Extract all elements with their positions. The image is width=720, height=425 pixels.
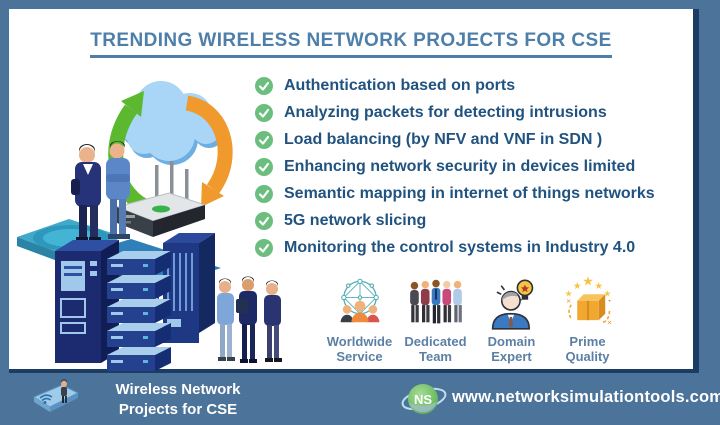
footer-bar: Wireless Network Projects for CSE NS www… xyxy=(0,373,720,425)
check-icon xyxy=(255,211,273,230)
check-icon xyxy=(255,103,273,122)
svg-text:★: ★ xyxy=(572,281,581,292)
project-item: Semantic mapping in internet of things n… xyxy=(255,180,655,207)
project-item: Authentication based on ports xyxy=(255,72,655,99)
network-illustration xyxy=(17,81,282,371)
wifi-device-icon xyxy=(32,379,80,412)
project-item: Monitoring the control systems in Indust… xyxy=(255,234,655,261)
check-icon xyxy=(255,184,273,203)
website-url: www.networksimulationtools.com xyxy=(452,388,720,406)
check-icon xyxy=(255,76,273,95)
check-icon xyxy=(255,238,273,257)
prime-quality-icon: ★ ★ ★ ★ ★ × × • xyxy=(564,277,611,326)
server-rack-icon xyxy=(55,233,215,371)
title-wrap: TRENDING WIRELESS NETWORK PROJECTS FOR C… xyxy=(9,30,693,58)
project-list: Authentication based on ports Analyzing … xyxy=(255,72,655,261)
people-group-icon xyxy=(217,276,282,363)
footer-brand: Wireless Network Projects for CSE xyxy=(115,381,241,419)
check-icon xyxy=(255,157,273,176)
project-item: Analyzing packets for detecting intrusio… xyxy=(255,99,655,126)
worldwide-service-icon xyxy=(340,278,379,323)
project-item: 5G network slicing xyxy=(255,207,655,234)
project-item: Load balancing (by NFV and VNF in SDN ) xyxy=(255,126,655,153)
svg-text:★: ★ xyxy=(594,281,603,292)
page-title: TRENDING WIRELESS NETWORK PROJECTS FOR C… xyxy=(90,30,612,58)
dedicated-team-icon xyxy=(409,279,462,324)
content-panel: TRENDING WIRELESS NETWORK PROJECTS FOR C… xyxy=(9,9,699,373)
download-arrow-icon xyxy=(185,95,233,207)
svg-text:•: • xyxy=(607,297,611,305)
svg-text:★: ★ xyxy=(564,289,572,299)
svg-text:NS: NS xyxy=(414,392,432,407)
project-item: Enhancing network security in devices li… xyxy=(255,153,655,180)
people-icon xyxy=(71,141,130,242)
domain-expert-icon xyxy=(491,279,533,330)
svg-text:★: ★ xyxy=(603,289,611,299)
svg-text:×: × xyxy=(606,318,611,326)
check-icon xyxy=(255,130,273,149)
svg-text:×: × xyxy=(565,297,570,305)
ns-logo: NS xyxy=(401,384,447,414)
svg-text:★: ★ xyxy=(582,277,594,290)
